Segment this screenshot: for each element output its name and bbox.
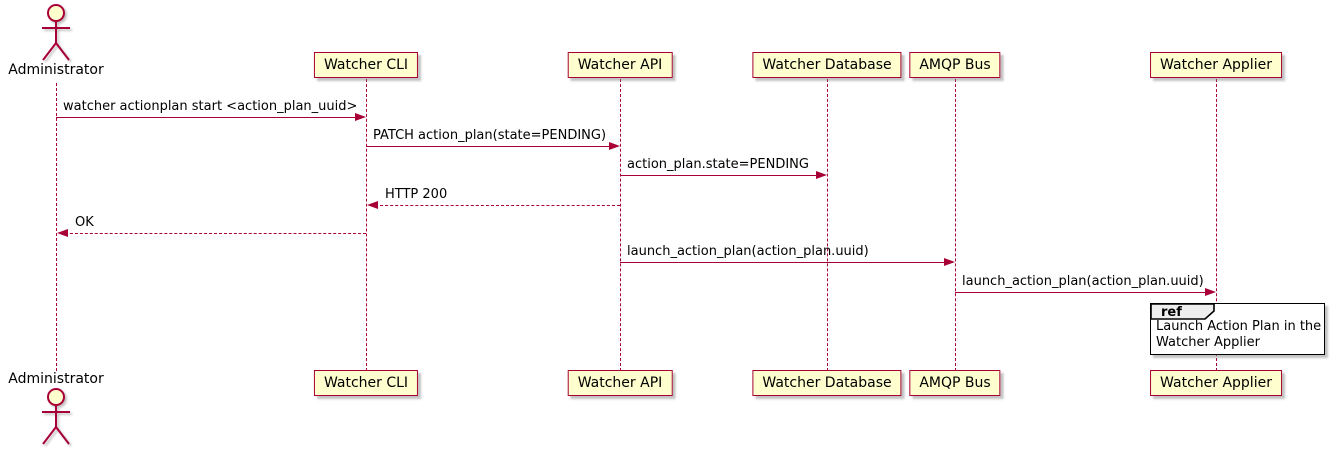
ref-text-line-2: Watcher Applier (1156, 335, 1260, 350)
message-5-line (65, 233, 366, 234)
watcher-cli-box-top: Watcher CLI (313, 52, 419, 78)
watcher-applier-box-bottom: Watcher Applier (1150, 370, 1282, 396)
administrator-label-bottom: Administrator (8, 371, 104, 387)
watcher-applier-box-top: Watcher Applier (1150, 52, 1282, 78)
watcher-database-box-bottom: Watcher Database (752, 370, 902, 396)
message-2-arrowhead-icon (609, 142, 620, 150)
message-3-line (620, 175, 818, 176)
actor-head (47, 388, 65, 406)
watcher-cli-box-bottom: Watcher CLI (313, 370, 419, 396)
ref-tag-pentagon: ref (1150, 303, 1215, 320)
administrator-lifeline (56, 83, 57, 371)
message-1-label: watcher actionplan start <action_plan_uu… (63, 99, 358, 114)
ref-text-line-1: Launch Action Plan in the (1156, 319, 1322, 334)
actor-body (42, 405, 70, 445)
message-6-line (620, 262, 946, 263)
administrator-label-top: Administrator (8, 62, 104, 78)
actor-head (47, 4, 65, 22)
message-4-arrowhead-icon (367, 201, 378, 209)
watcher-api-lifeline (620, 79, 621, 371)
watcher-api-box-bottom: Watcher API (567, 370, 673, 396)
message-7-line (955, 292, 1207, 293)
watcher-api-box-top: Watcher API (567, 52, 673, 78)
watcher-cli-lifeline (366, 79, 367, 371)
watcher-database-lifeline (827, 79, 828, 371)
message-6-label: launch_action_plan(action_plan.uuid) (627, 244, 869, 259)
watcher-applier-lifeline (1216, 79, 1217, 371)
ref-tag-shape (1150, 303, 1215, 320)
message-4-label: HTTP 200 (385, 187, 448, 202)
administrator-figure-top-icon (42, 4, 70, 61)
message-6-arrowhead-icon (944, 258, 955, 266)
amqp-bus-lifeline (955, 79, 956, 371)
message-1-arrowhead-icon (355, 113, 366, 121)
message-5-arrowhead-icon (57, 229, 68, 237)
message-3-arrowhead-icon (816, 171, 827, 179)
message-3-label: action_plan.state=PENDING (627, 157, 809, 172)
amqp-bus-box-bottom: AMQP Bus (909, 370, 1001, 396)
message-5-label: OK (75, 215, 94, 230)
message-2-line (366, 146, 611, 147)
administrator-figure-bottom-icon (42, 388, 70, 445)
message-1-line (56, 117, 357, 118)
message-7-label: launch_action_plan(action_plan.uuid) (962, 274, 1204, 289)
amqp-bus-box-top: AMQP Bus (909, 52, 1001, 78)
message-2-label: PATCH action_plan(state=PENDING) (373, 128, 607, 143)
message-7-arrowhead-icon (1205, 288, 1216, 296)
actor-body (42, 21, 70, 61)
watcher-database-box-top: Watcher Database (752, 52, 902, 78)
ref-tag-label: ref (1161, 305, 1182, 320)
message-4-line (375, 205, 620, 206)
